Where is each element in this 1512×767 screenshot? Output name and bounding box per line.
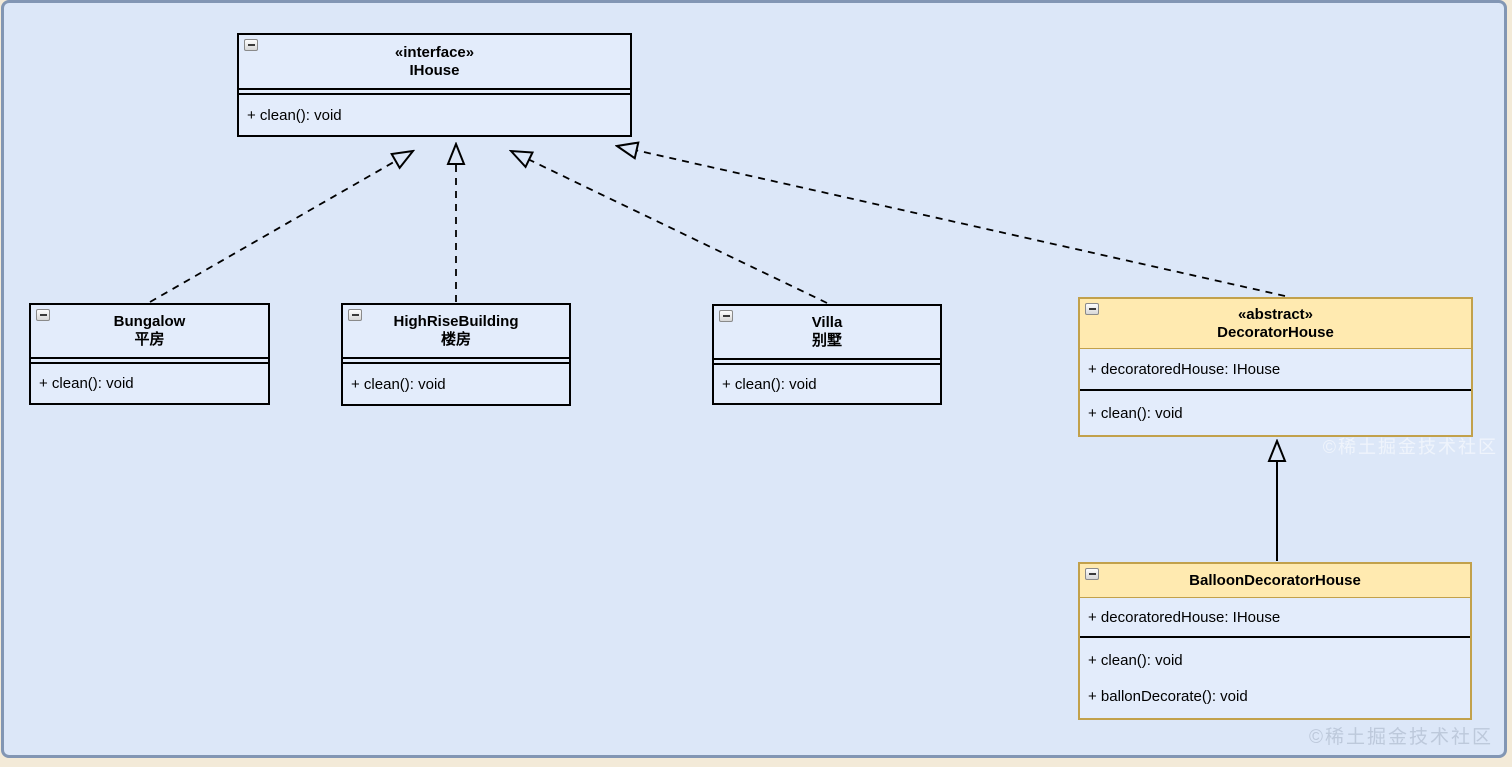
collapse-icon[interactable] (719, 310, 733, 322)
collapse-icon[interactable] (1085, 568, 1099, 580)
class-box-highrisebuilding[interactable]: HighRiseBuilding 楼房 + clean(): void (341, 303, 571, 406)
method-item: + clean(): void (722, 375, 817, 393)
methods-section: + clean(): void (343, 364, 569, 404)
watermark: ©稀土掘金技术社区 (1309, 727, 1493, 748)
attributes-section: + decoratoredHouse: IHouse (1080, 598, 1470, 638)
class-header: «interface» IHouse (239, 35, 630, 90)
class-name: IHouse (409, 61, 460, 79)
method-item: + clean(): void (351, 375, 446, 393)
empty-attributes-section (31, 359, 268, 364)
class-box-villa[interactable]: Villa 别墅 + clean(): void (712, 304, 942, 405)
class-name-cn: 平房 (134, 331, 165, 348)
class-stereotype: «interface» (394, 43, 475, 61)
empty-attributes-section (239, 90, 630, 95)
class-name: Villa (811, 314, 843, 331)
collapse-icon[interactable] (36, 309, 50, 321)
methods-section: + clean(): void (31, 364, 268, 403)
class-name-cn: 楼房 (440, 331, 471, 348)
class-header: «abstract» DecoratorHouse (1080, 299, 1471, 349)
class-box-decoratorhouse[interactable]: «abstract» DecoratorHouse + decoratoredH… (1078, 297, 1473, 437)
collapse-icon[interactable] (1085, 303, 1099, 315)
class-name-cn: 别墅 (811, 332, 842, 349)
class-header: HighRiseBuilding 楼房 (343, 305, 569, 359)
attribute-item: + decoratoredHouse: IHouse (1088, 360, 1281, 378)
watermark: ©稀土掘金技术社区 (1322, 437, 1498, 457)
method-item: + clean(): void (39, 375, 134, 392)
class-name: BalloonDecoratorHouse (1189, 571, 1361, 589)
attribute-item: + decoratoredHouse: IHouse (1088, 608, 1281, 626)
methods-section: + clean(): void (239, 95, 630, 135)
class-name: HighRiseBuilding (393, 313, 519, 330)
methods-section: + clean(): void (1080, 391, 1471, 435)
class-box-balloondecoratorhouse[interactable]: BalloonDecoratorHouse + decoratoredHouse… (1078, 562, 1472, 720)
method-item: + clean(): void (1088, 651, 1183, 669)
collapse-icon[interactable] (244, 39, 258, 51)
method-item: + ballonDecorate(): void (1088, 687, 1248, 705)
method-item: + clean(): void (247, 106, 342, 124)
class-stereotype: «abstract» (1237, 305, 1314, 323)
class-header: Bungalow 平房 (31, 305, 268, 359)
methods-section: + clean(): void + ballonDecorate(): void (1080, 638, 1470, 718)
class-name: DecoratorHouse (1217, 323, 1334, 341)
attributes-section: + decoratoredHouse: IHouse (1080, 349, 1471, 391)
empty-attributes-section (343, 359, 569, 364)
class-box-bungalow[interactable]: Bungalow 平房 + clean(): void (29, 303, 270, 405)
collapse-icon[interactable] (348, 309, 362, 321)
class-name: Bungalow (113, 313, 186, 330)
method-item: + clean(): void (1088, 404, 1183, 422)
methods-section: + clean(): void (714, 365, 940, 403)
edge-realization-villa-ihouse[interactable] (511, 151, 828, 304)
class-header: Villa 别墅 (714, 306, 940, 360)
edge-realization-decoratorhouse-ihouse[interactable] (617, 146, 1286, 297)
class-box-ihouse[interactable]: «interface» IHouse + clean(): void (237, 33, 632, 137)
empty-attributes-section (714, 360, 940, 365)
class-header: BalloonDecoratorHouse (1080, 564, 1470, 598)
edge-realization-bungalow-ihouse[interactable] (149, 151, 413, 303)
